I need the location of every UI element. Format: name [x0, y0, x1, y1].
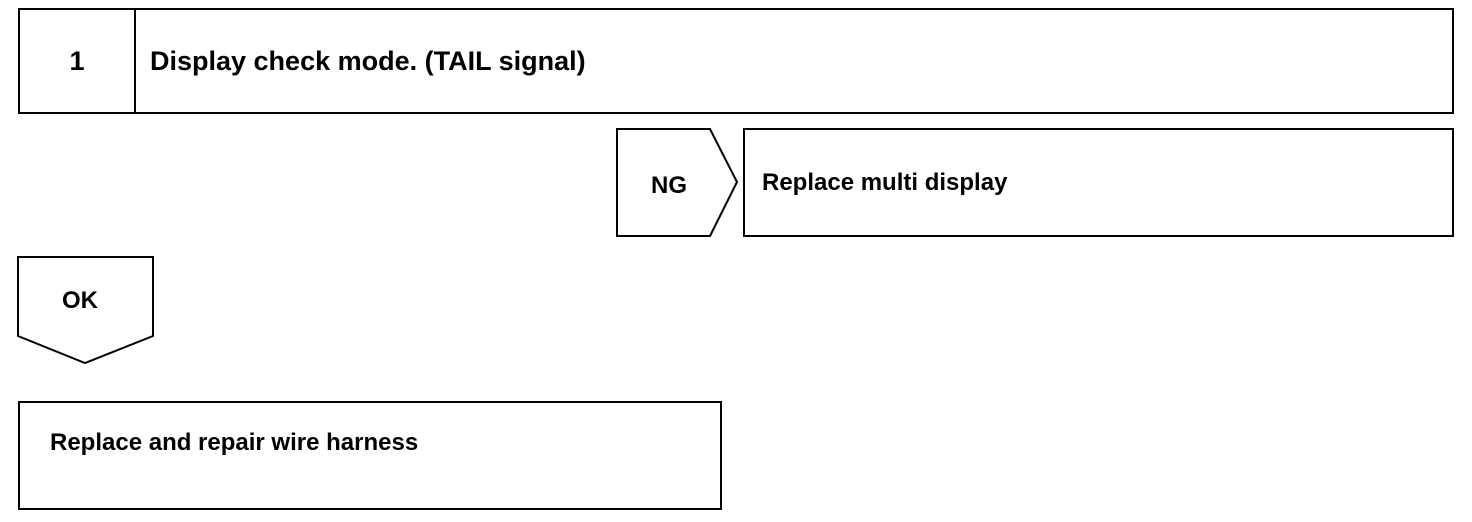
step-number: 1	[20, 10, 136, 112]
ok-label: OK	[62, 287, 98, 314]
ok-action-text: Replace and repair wire harness	[50, 429, 419, 456]
ng-action-text: Replace multi display	[762, 168, 1008, 196]
ok-arrow-shape	[17, 256, 154, 365]
ng-arrow-shape	[616, 128, 739, 237]
ng-label: NG	[651, 172, 687, 199]
ng-action-box: Replace multi display	[743, 128, 1454, 237]
step-box: 1 Display check mode. (TAIL signal)	[18, 8, 1454, 114]
step-title: Display check mode. (TAIL signal)	[150, 45, 586, 76]
ok-action-box: Replace and repair wire harness	[18, 401, 722, 510]
